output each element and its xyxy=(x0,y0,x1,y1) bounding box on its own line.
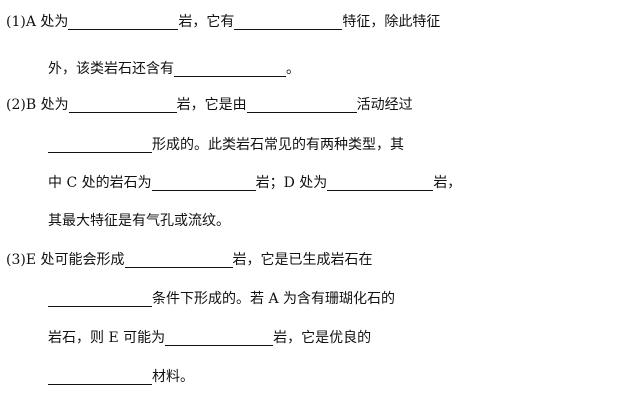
q3-text-h: 材料。 xyxy=(152,369,194,385)
q1-text-e: 。 xyxy=(286,61,300,77)
q2-text-b: 岩，它是由 xyxy=(176,97,247,113)
q2-blank-5[interactable] xyxy=(327,164,434,191)
q2-text-g: 岩；D 处为 xyxy=(255,175,328,191)
q1-blank-2[interactable] xyxy=(234,3,343,30)
q1-text-c: 特征，除此特征 xyxy=(342,14,441,30)
q3-line-4: 材料。 xyxy=(48,357,626,397)
q1-line-2: 外，该类岩石还含有 。 xyxy=(48,49,626,89)
q2-text-f: 中 C 处的岩石为 xyxy=(48,175,152,191)
q3-line-1: (3)E 处可能会形成 岩，它是已生成岩石在 xyxy=(6,240,626,280)
q3-text-b: 岩，它是已生成岩石在 xyxy=(232,252,373,268)
q3-line-2: 条件下形成的。若 A 为含有珊瑚化石的 xyxy=(48,279,626,319)
q2-blank-3[interactable] xyxy=(48,126,152,153)
q3-number: (3) xyxy=(6,252,26,268)
q3-blank-1[interactable] xyxy=(124,241,233,268)
q2-blank-1[interactable] xyxy=(68,86,177,113)
q1-blank-3[interactable] xyxy=(174,50,286,77)
q2-line-3: 中 C 处的岩石为 岩；D 处为 岩， xyxy=(48,163,626,203)
q2-line-4: 其最大特征是有气孔或流纹。 xyxy=(48,201,626,241)
q1-text-d: 外，该类岩石还含有 xyxy=(48,61,174,77)
q2-number: (2) xyxy=(6,97,26,113)
q1-text-b: 岩，它有 xyxy=(178,14,235,30)
q1-blank-1[interactable] xyxy=(68,3,179,30)
q3-line-3: 岩石，则 E 可能为 岩，它是优良的 xyxy=(48,318,626,358)
q3-blank-4[interactable] xyxy=(48,358,152,385)
q3-text-e: 岩石，则 E 可能为 xyxy=(48,330,166,346)
q2-line-1: (2)B 处为 岩，它是由 活动经过 xyxy=(6,85,626,125)
q1-line-1: (1)A 处为 岩，它有 特征，除此特征 xyxy=(6,2,626,42)
q1-text-a: A 处为 xyxy=(25,14,69,30)
q2-text-a: B 处为 xyxy=(25,97,69,113)
q2-line-2: 形成的。此类岩石常见的有两种类型，其 xyxy=(48,125,626,165)
q2-text-c: 活动经过 xyxy=(356,97,413,113)
q3-text-d: 条件下形成的。若 A 为含有珊瑚化石的 xyxy=(152,291,396,307)
q2-blank-4[interactable] xyxy=(151,164,256,191)
q2-blank-2[interactable] xyxy=(246,86,357,113)
q3-blank-3[interactable] xyxy=(165,319,274,346)
q2-text-i: 其最大特征是有气孔或流纹。 xyxy=(48,213,230,229)
q1-number: (1) xyxy=(6,14,26,30)
q2-text-h: 岩， xyxy=(433,175,462,191)
q3-blank-2[interactable] xyxy=(48,280,152,307)
q2-text-e: 形成的。此类岩石常见的有两种类型，其 xyxy=(152,137,404,153)
q3-text-a: E 处可能会形成 xyxy=(25,252,125,268)
q3-text-f: 岩，它是优良的 xyxy=(273,330,372,346)
